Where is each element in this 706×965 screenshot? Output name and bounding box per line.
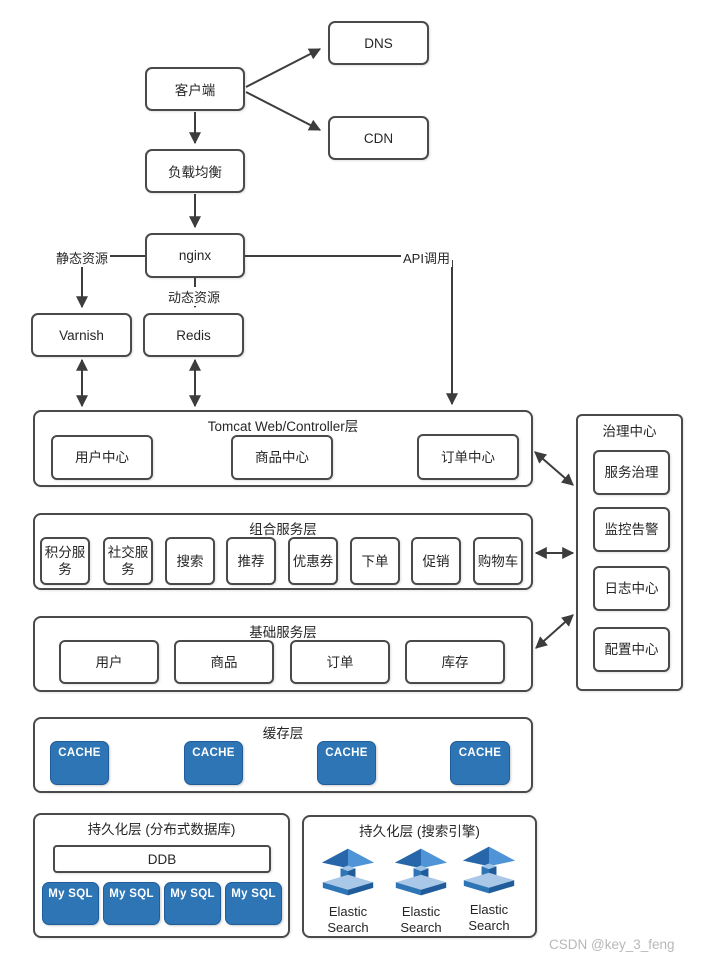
- governance-center: 治理中心 服务治理 监控告警 日志中心 配置中心: [576, 414, 683, 691]
- base-item-user: 用户: [59, 640, 159, 684]
- composite-item-coupon: 优惠券: [288, 537, 338, 585]
- base-service-layer: 基础服务层 用户 商品 订单 库存: [33, 616, 533, 692]
- persistence-db-title: 持久化层 (分布式数据库): [87, 822, 236, 837]
- composite-item-recommend: 推荐: [226, 537, 276, 585]
- node-nginx: nginx: [145, 233, 245, 278]
- persistence-search-layer: 持久化层 (搜索引擎) Elastic Search Elastic Searc…: [302, 815, 537, 938]
- edge-label-dynamic-resources: 动态资源: [166, 287, 223, 306]
- tomcat-layer-title: Tomcat Web/Controller层: [207, 419, 359, 434]
- governance-item-service-governance: 服务治理: [593, 450, 670, 495]
- tomcat-item-product-center: 商品中心: [231, 435, 333, 480]
- elasticsearch-label: Elastic Search: [327, 904, 369, 935]
- elasticsearch-icon: [462, 846, 516, 894]
- base-layer-title: 基础服务层: [249, 625, 317, 640]
- governance-item-monitor-alert: 监控告警: [593, 507, 670, 552]
- ddb-node: DDB: [53, 845, 271, 873]
- mysql-node: My SQL: [103, 882, 160, 925]
- composite-item-cart: 购物车: [473, 537, 523, 585]
- elasticsearch-unit: Elastic Search: [454, 845, 524, 934]
- composite-item-social: 社交服务: [103, 537, 153, 585]
- cache-layer: 缓存层 CACHE CACHE CACHE CACHE: [33, 717, 533, 793]
- governance-item-log-center: 日志中心: [593, 566, 670, 611]
- composite-item-points: 积分服务: [40, 537, 90, 585]
- base-item-inventory: 库存: [405, 640, 505, 684]
- base-item-product: 商品: [174, 640, 274, 684]
- composite-layer-title: 组合服务层: [249, 522, 317, 537]
- mysql-node: My SQL: [225, 882, 282, 925]
- composite-item-search: 搜索: [165, 537, 215, 585]
- base-item-order: 订单: [290, 640, 390, 684]
- watermark: CSDN @key_3_feng: [549, 937, 675, 952]
- cache-node: CACHE: [184, 741, 243, 785]
- elasticsearch-label: Elastic Search: [468, 902, 510, 933]
- cache-layer-title: 缓存层: [262, 726, 304, 741]
- mysql-node: My SQL: [42, 882, 99, 925]
- elasticsearch-unit: Elastic Search: [313, 847, 383, 936]
- tomcat-item-order-center: 订单中心: [417, 434, 519, 480]
- persistence-db-layer: 持久化层 (分布式数据库) DDB My SQL My SQL My SQL M…: [33, 813, 290, 938]
- node-redis: Redis: [143, 313, 244, 357]
- tomcat-layer: Tomcat Web/Controller层 用户中心 商品中心 订单中心: [33, 410, 533, 487]
- elasticsearch-label: Elastic Search: [400, 904, 442, 935]
- cache-node: CACHE: [317, 741, 376, 785]
- composite-service-layer: 组合服务层 积分服务 社交服务 搜索 推荐 优惠券 下单 促销 购物车: [33, 513, 533, 590]
- cache-node: CACHE: [450, 741, 510, 785]
- governance-title: 治理中心: [602, 424, 657, 439]
- edge-label-static-resources: 静态资源: [54, 248, 111, 267]
- elasticsearch-unit: Elastic Search: [386, 847, 456, 936]
- node-client: 客户端: [145, 67, 245, 111]
- composite-item-place-order: 下单: [350, 537, 400, 585]
- node-varnish: Varnish: [31, 313, 132, 357]
- node-load-balancer: 负载均衡: [145, 149, 245, 193]
- node-cdn: CDN: [328, 116, 429, 160]
- elasticsearch-icon: [321, 848, 375, 896]
- tomcat-item-user-center: 用户中心: [51, 435, 153, 480]
- edge-label-api-call: API调用: [401, 248, 452, 267]
- governance-item-config-center: 配置中心: [593, 627, 670, 672]
- persistence-search-title: 持久化层 (搜索引擎): [359, 824, 480, 839]
- mysql-node: My SQL: [164, 882, 221, 925]
- node-dns: DNS: [328, 21, 429, 65]
- elasticsearch-icon: [394, 848, 448, 896]
- composite-item-promotion: 促销: [411, 537, 461, 585]
- cache-node: CACHE: [50, 741, 109, 785]
